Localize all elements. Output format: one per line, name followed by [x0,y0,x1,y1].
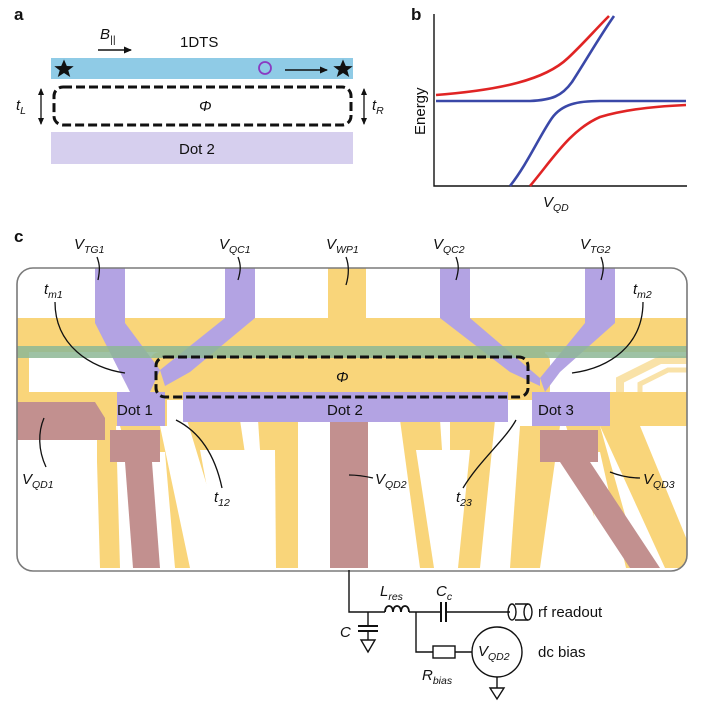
energy-axes [433,14,687,187]
resistor-icon [432,645,456,659]
t23-label: t23 [456,489,472,509]
topological-wire [51,58,353,79]
wire-label: 1DTS [180,34,218,51]
vwp1-leader [345,256,349,286]
c-label: C [340,624,351,641]
vqd2-label: VQD2 [375,471,407,491]
star-left-icon [54,59,74,77]
tl-label: tL [16,97,26,117]
red-curve-lower [529,103,687,187]
vqc1-label: VQC1 [219,236,251,256]
coax-end-right-icon [523,603,533,621]
ground-icon-source [488,687,506,701]
star-right-icon [333,59,353,77]
device-layout [17,268,687,571]
circuit-wire-main [348,570,385,613]
vqc1-leader [237,256,241,281]
inductor-coil-icon [384,605,410,613]
blue-curve-upper [436,15,616,103]
coax-end-left-icon [507,603,517,621]
vtg2-leader [600,256,604,281]
dc-bias-label: dc bias [538,644,586,661]
dot-2-label-c: Dot 2 [327,402,363,419]
tm2-label: tm2 [633,281,652,301]
tr-label: tR [372,97,384,117]
wire-to-rbias [415,612,433,653]
vqd2-leader [348,474,374,479]
vqd1-leader [39,417,47,468]
cc-label: Cc [436,583,453,603]
dot-1-label: Dot 1 [117,402,153,419]
panel-b: b Energy VQD [411,5,687,214]
y-axis-label: Energy [412,87,429,135]
panel-b-letter: b [411,5,421,24]
quasiparticle-circle-icon [258,61,272,75]
panel-a-letter: a [14,5,24,24]
panel-a: a B|| 1DTS Φ tL tR Dot 2 [14,5,384,164]
vqd3-label: VQD3 [643,471,675,491]
red-curve-upper [435,15,610,97]
vtg1-label: VTG1 [74,236,104,256]
lres-label: Lres [380,583,404,603]
rf-readout-label: rf readout [538,604,603,621]
vtg2-label: VTG2 [580,236,611,256]
vtg1-leader [96,256,101,281]
dot-2-block [51,132,353,164]
tm2-leader [571,301,644,374]
vqc2-leader [455,256,459,281]
flux-loop [52,85,353,127]
rbias-label: Rbias [422,667,453,687]
panel-c-letter: c [14,227,23,246]
readout-circuit [348,570,533,701]
tm1-label: tm1 [44,281,63,301]
flux-label: Φ [199,98,212,115]
coax-body [515,603,528,621]
blue-curve-lower [508,99,686,187]
dot-3-label: Dot 3 [538,402,574,419]
device-flux-loop [154,355,530,399]
t12-label: t12 [214,489,230,509]
vwp1-label: VWP1 [326,236,359,256]
tm1-leader [54,301,126,374]
panel-c: c [14,227,688,701]
field-label: B|| [100,26,115,46]
device-flux-label: Φ [336,369,349,386]
vqd3-leader [609,471,641,479]
t12-leader [175,419,223,489]
source-label: VQD2 [478,643,510,663]
vqc2-label: VQC2 [433,236,465,256]
ground-icon-c [359,639,377,654]
device-frame [16,267,688,572]
x-axis-label: VQD [543,194,569,214]
dot-2-label: Dot 2 [179,141,215,158]
t23-leader [462,419,517,489]
vqd1-label: VQD1 [22,471,54,491]
